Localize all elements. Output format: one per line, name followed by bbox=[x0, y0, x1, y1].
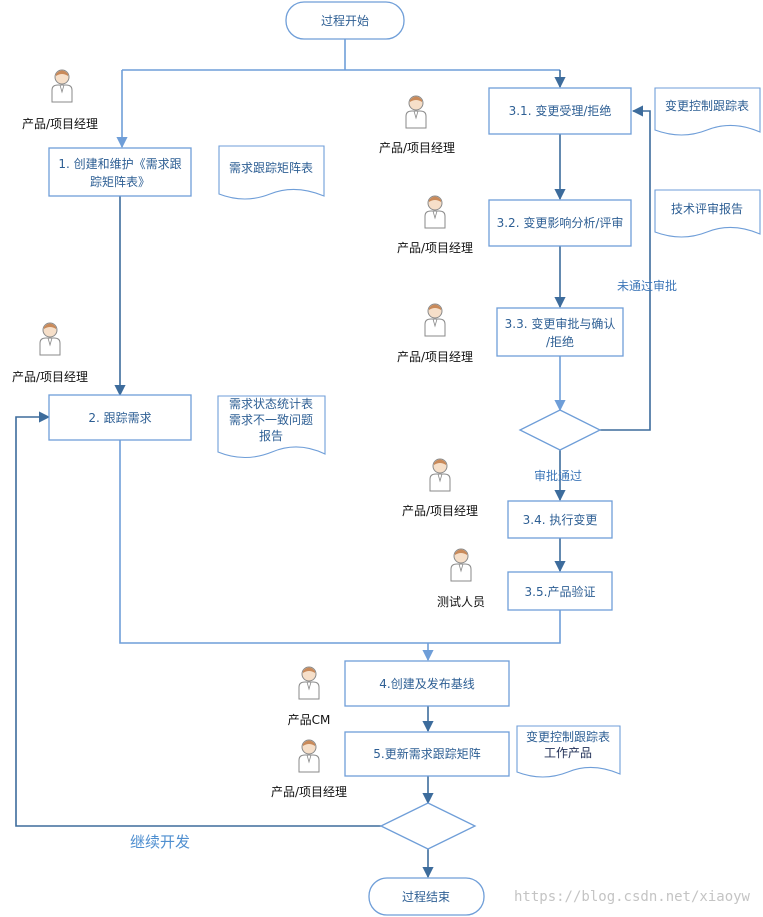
doc-work-product bbox=[516, 725, 621, 778]
step-4-box bbox=[344, 660, 510, 707]
doc-tech-review-label: 技术评审报告 bbox=[671, 201, 743, 216]
step-3-5-label: 3.5.产品验证 bbox=[525, 584, 596, 599]
role-label-pm: 产品/项目经理 bbox=[379, 141, 455, 155]
person-icon bbox=[424, 303, 446, 337]
doc-trace-matrix-label: 需求跟踪矩阵表 bbox=[229, 161, 313, 175]
continue-label: 继续开发 bbox=[130, 833, 190, 851]
start-label: 过程开始 bbox=[321, 13, 369, 28]
step-3-3-line-1: 3.3. 变更审批与确认 bbox=[505, 316, 616, 331]
role-label-pm: 产品/项目经理 bbox=[12, 370, 88, 384]
doc-work-product-line-2: 工作产品 bbox=[544, 746, 592, 760]
doc-tech-review bbox=[654, 189, 761, 238]
role-label-tester: 测试人员 bbox=[437, 594, 485, 609]
approval-decision bbox=[518, 409, 602, 451]
step-2-box bbox=[48, 394, 192, 441]
step-3-2-box bbox=[488, 199, 632, 247]
step-4-label: 4.创建及发布基线 bbox=[379, 676, 474, 691]
role-label-pm: 产品/项目经理 bbox=[22, 117, 98, 131]
approve-label: 审批通过 bbox=[534, 468, 582, 483]
step-3-5-box bbox=[507, 571, 613, 611]
role-label-cm: 产品CM bbox=[288, 713, 331, 727]
role-label-pm: 产品/项目经理 bbox=[397, 241, 473, 255]
step-5-box bbox=[344, 731, 510, 777]
doc-trace-matrix bbox=[218, 145, 325, 200]
step-3-2-label: 3.2. 变更影响分析/评审 bbox=[497, 215, 624, 230]
step-1-line-1: 1. 创建和维护《需求跟 bbox=[58, 157, 181, 171]
watermark: https://blog.csdn.net/xiaoyw bbox=[514, 889, 751, 905]
step-2-label: 2. 跟踪需求 bbox=[88, 411, 151, 425]
step-3-3-box bbox=[496, 307, 624, 357]
connectors bbox=[15, 38, 651, 879]
start-terminator bbox=[285, 1, 405, 40]
doc-status-line-1: 需求状态统计表 bbox=[229, 397, 313, 411]
step-3-4-box bbox=[507, 500, 613, 539]
role-label-pm: 产品/项目经理 bbox=[397, 350, 473, 364]
end-label: 过程结束 bbox=[402, 889, 450, 904]
role-label-pm: 产品/项目经理 bbox=[402, 504, 478, 518]
person-icon bbox=[298, 666, 320, 700]
step-1-box bbox=[48, 147, 192, 197]
person-icon bbox=[429, 458, 451, 492]
doc-status-report bbox=[217, 395, 326, 459]
person-icon bbox=[424, 195, 446, 229]
step-3-1-label: 3.1. 变更受理/拒绝 bbox=[509, 103, 612, 118]
person-icon bbox=[450, 548, 472, 582]
doc-status-line-3: 报告 bbox=[259, 428, 283, 443]
doc-change-control-label: 变更控制跟踪表 bbox=[665, 98, 749, 113]
step-3-3-line-2: /拒绝 bbox=[546, 334, 574, 349]
step-1-line-2: 踪矩阵表》 bbox=[90, 175, 150, 189]
end-terminator bbox=[368, 877, 485, 916]
step-3-4-label: 3.4. 执行变更 bbox=[523, 512, 598, 527]
reject-label: 未通过审批 bbox=[617, 278, 677, 293]
person-icon bbox=[298, 739, 320, 773]
doc-work-product-line-1: 变更控制跟踪表 bbox=[526, 729, 610, 744]
person-icon bbox=[51, 69, 73, 103]
doc-status-line-2: 需求不一致问题 bbox=[229, 413, 313, 427]
person-icon bbox=[405, 95, 427, 129]
step-3-1-box bbox=[488, 87, 632, 135]
step-5-label: 5.更新需求跟踪矩阵 bbox=[373, 746, 480, 761]
role-label-pm: 产品/项目经理 bbox=[271, 785, 347, 799]
doc-change-control bbox=[654, 87, 761, 136]
continue-decision bbox=[379, 802, 477, 850]
person-icon bbox=[39, 322, 61, 356]
